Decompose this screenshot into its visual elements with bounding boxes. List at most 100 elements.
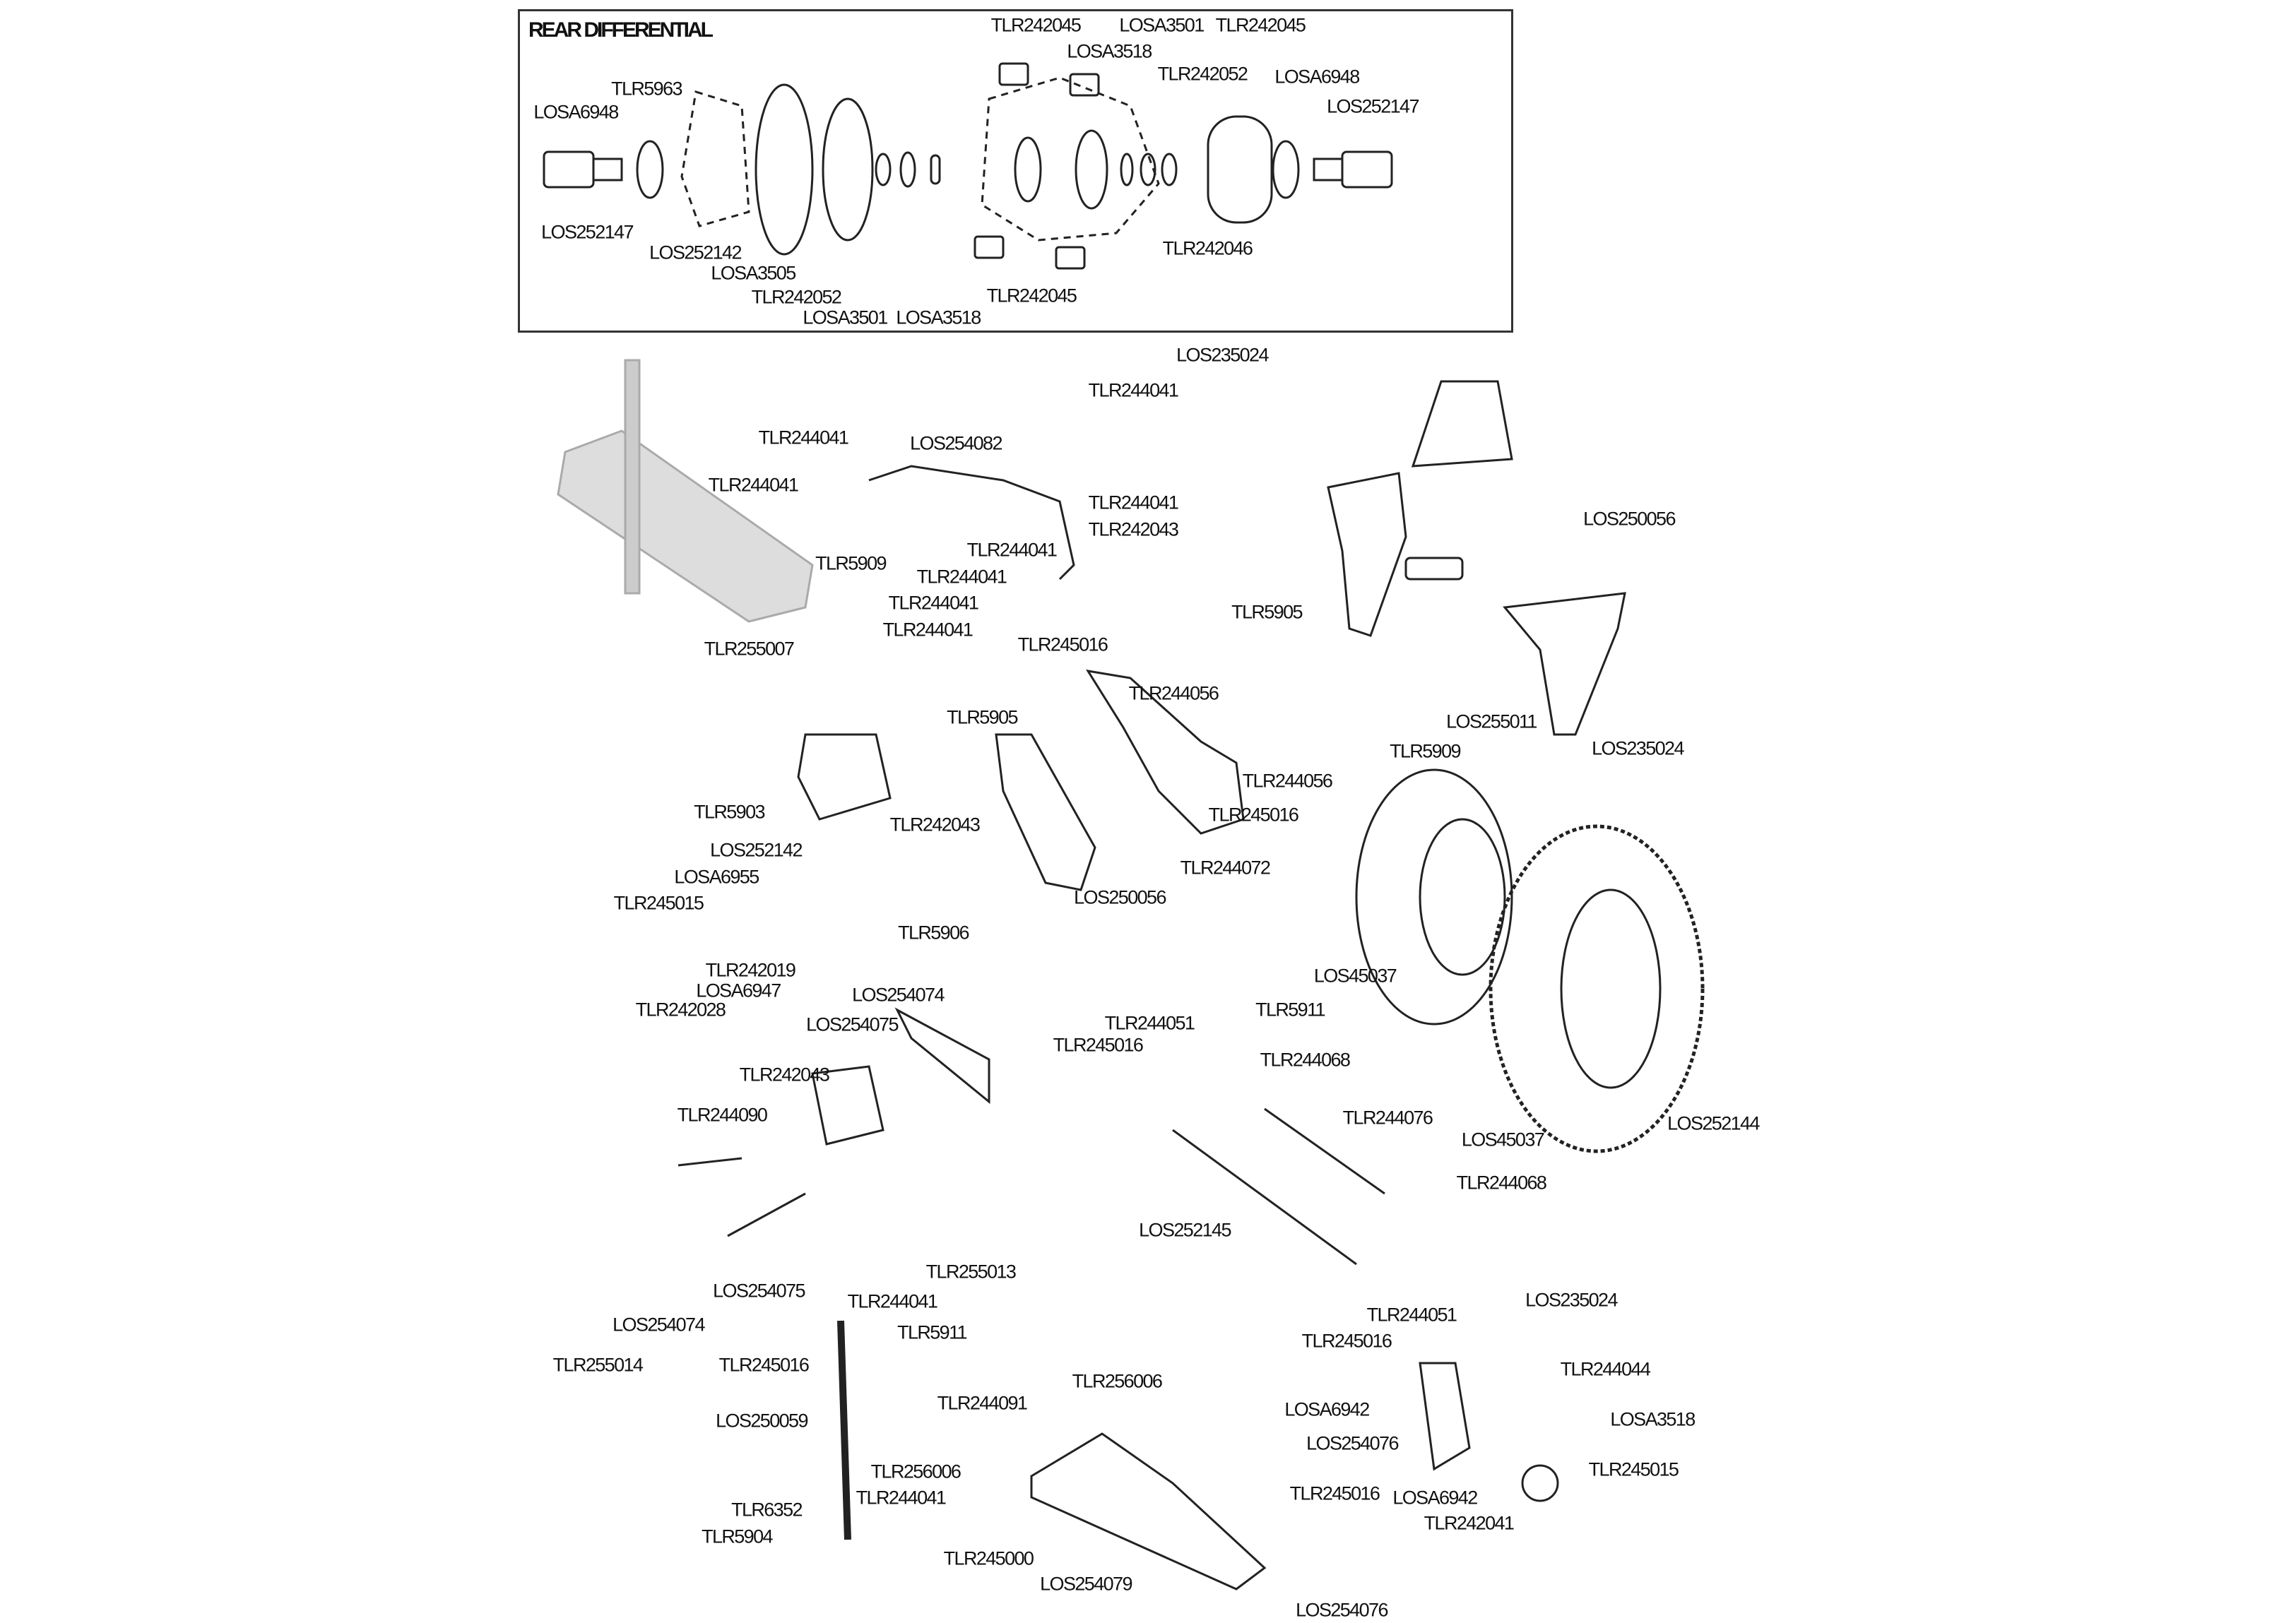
part-number-label: LOS255011 bbox=[1446, 711, 1537, 732]
part-number-label: LOS254074 bbox=[852, 984, 945, 1006]
part-number-label: TLR244041 bbox=[847, 1290, 938, 1312]
knuckle-left bbox=[1327, 472, 1407, 637]
part-number-label: LOS252145 bbox=[1139, 1219, 1231, 1241]
part-number-label: TLR242045 bbox=[986, 285, 1077, 307]
part-number-label: TLR242052 bbox=[1157, 63, 1248, 85]
part-number-label: LOSA6948 bbox=[533, 101, 619, 123]
part-number-label: LOS254082 bbox=[910, 432, 1002, 454]
tire bbox=[1489, 824, 1705, 1153]
part-number-label: TLR255007 bbox=[704, 638, 795, 660]
part-number-label: LOSA6947 bbox=[696, 980, 781, 1001]
rear-differential-parts bbox=[543, 62, 1393, 270]
part-number-label: TLR242045 bbox=[1215, 14, 1306, 36]
part-number-label: TLR245016 bbox=[1301, 1330, 1392, 1352]
part-number-label: TLR255014 bbox=[552, 1354, 644, 1376]
part-number-label: LOSA6942 bbox=[1392, 1487, 1478, 1509]
hinge-block bbox=[894, 1007, 990, 1105]
part-number-label: TLR244041 bbox=[708, 474, 799, 496]
part-number-label: TLR245015 bbox=[613, 892, 704, 914]
part-number-label: TLR244041 bbox=[758, 427, 849, 448]
part-number-label: LOS252147 bbox=[1327, 95, 1419, 117]
rear-assembly-overview bbox=[557, 359, 814, 623]
part-number-label: LOS254076 bbox=[1306, 1432, 1399, 1454]
part-number-label: TLR242041 bbox=[1424, 1512, 1515, 1534]
part-number-label: TLR5909 bbox=[1390, 740, 1461, 762]
part-number-label: TLR255013 bbox=[925, 1261, 1017, 1283]
part-number-label: TLR245015 bbox=[1588, 1458, 1679, 1480]
part-number-label: LOS250056 bbox=[1583, 508, 1676, 530]
part-number-label: TLR5904 bbox=[702, 1526, 773, 1547]
part-number-label: TLR5911 bbox=[897, 1321, 967, 1343]
part-number-label: TLR244041 bbox=[1088, 492, 1179, 513]
part-number-label: LOSA3518 bbox=[1610, 1408, 1696, 1430]
sway-bar bbox=[868, 465, 1075, 581]
part-number-label: TLR244090 bbox=[677, 1104, 768, 1126]
part-number-label: TLR245000 bbox=[943, 1547, 1034, 1569]
rear-hub bbox=[1419, 1362, 1471, 1471]
part-number-label: TLR245016 bbox=[718, 1354, 810, 1376]
link-bracket bbox=[1404, 557, 1464, 581]
part-number-label: LOSA3518 bbox=[896, 307, 981, 328]
part-number-label: TLR244091 bbox=[937, 1392, 1028, 1414]
hinge-pin-2 bbox=[727, 1192, 806, 1237]
part-number-label: TLR244056 bbox=[1128, 682, 1219, 704]
part-number-label: LOS250059 bbox=[716, 1410, 808, 1432]
part-number-label: LOS252142 bbox=[649, 242, 742, 263]
part-number-label: TLR242052 bbox=[751, 286, 842, 308]
part-number-label: TLR244041 bbox=[1088, 379, 1179, 401]
part-number-label: TLR5903 bbox=[694, 801, 765, 823]
part-number-label: TLR5905 bbox=[947, 706, 1018, 728]
part-number-label: TLR244068 bbox=[1260, 1049, 1351, 1071]
part-number-label: TLR242019 bbox=[705, 959, 796, 981]
part-number-label: TLR5911 bbox=[1255, 999, 1325, 1021]
part-number-label: LOS254074 bbox=[613, 1314, 705, 1336]
part-number-label: TLR244068 bbox=[1456, 1172, 1547, 1194]
part-number-label: LOSA3501 bbox=[803, 307, 888, 328]
part-number-label: TLR244072 bbox=[1180, 857, 1271, 879]
part-number-label: TLR244041 bbox=[966, 539, 1058, 561]
part-number-label: LOS45037 bbox=[1461, 1129, 1545, 1151]
part-number-label: LOSA3501 bbox=[1119, 14, 1205, 36]
part-number-label: TLR244076 bbox=[1342, 1107, 1433, 1129]
part-number-label: LOSA6955 bbox=[674, 866, 759, 888]
part-number-label: TLR5909 bbox=[815, 552, 887, 574]
hex-hub bbox=[1521, 1464, 1559, 1502]
part-number-label: TLR256006 bbox=[1072, 1370, 1163, 1392]
part-number-label: TLR242028 bbox=[635, 999, 726, 1021]
part-number-label: TLR242043 bbox=[889, 814, 981, 836]
part-number-label: TLR256006 bbox=[870, 1461, 961, 1482]
part-number-label: LOSA6948 bbox=[1274, 66, 1360, 88]
part-number-label: LOSA6942 bbox=[1284, 1398, 1370, 1420]
part-number-label: TLR5963 bbox=[611, 78, 682, 100]
part-number-label: TLR242043 bbox=[739, 1064, 830, 1086]
rear-differential-panel bbox=[518, 9, 1513, 333]
part-number-label: LOS252144 bbox=[1667, 1112, 1760, 1134]
part-number-label: LOS250056 bbox=[1074, 886, 1166, 908]
gearbox-housing bbox=[797, 733, 892, 821]
part-number-label: TLR5905 bbox=[1231, 601, 1303, 623]
part-number-label: TLR6352 bbox=[731, 1499, 803, 1521]
wheel-rim bbox=[1419, 818, 1506, 976]
part-number-label: TLR245016 bbox=[1017, 634, 1108, 655]
section-title: REAR DIFFERENTIAL bbox=[528, 18, 714, 42]
part-number-label: TLR242043 bbox=[1088, 518, 1179, 540]
knuckle-right bbox=[1503, 592, 1626, 736]
part-number-label: TLR244041 bbox=[882, 619, 974, 641]
turnbuckle bbox=[1264, 1107, 1385, 1195]
part-number-label: TLR244041 bbox=[888, 592, 979, 614]
part-number-label: LOS252147 bbox=[541, 221, 634, 243]
part-number-label: LOS45037 bbox=[1313, 965, 1397, 987]
part-number-label: TLR244044 bbox=[1560, 1358, 1651, 1380]
part-number-label: LOS254076 bbox=[1296, 1599, 1388, 1621]
driveshaft bbox=[1172, 1129, 1357, 1266]
part-number-label: LOS254075 bbox=[713, 1280, 805, 1302]
part-number-label: LOS235024 bbox=[1525, 1289, 1618, 1311]
upper-mount bbox=[1411, 380, 1513, 468]
part-number-label: TLR244051 bbox=[1366, 1304, 1457, 1326]
part-number-label: TLR242046 bbox=[1162, 237, 1253, 259]
part-number-label: LOS235024 bbox=[1176, 344, 1269, 366]
camber-mount bbox=[995, 733, 1096, 891]
tire-inner bbox=[1560, 888, 1662, 1089]
part-number-label: TLR245016 bbox=[1208, 804, 1299, 826]
